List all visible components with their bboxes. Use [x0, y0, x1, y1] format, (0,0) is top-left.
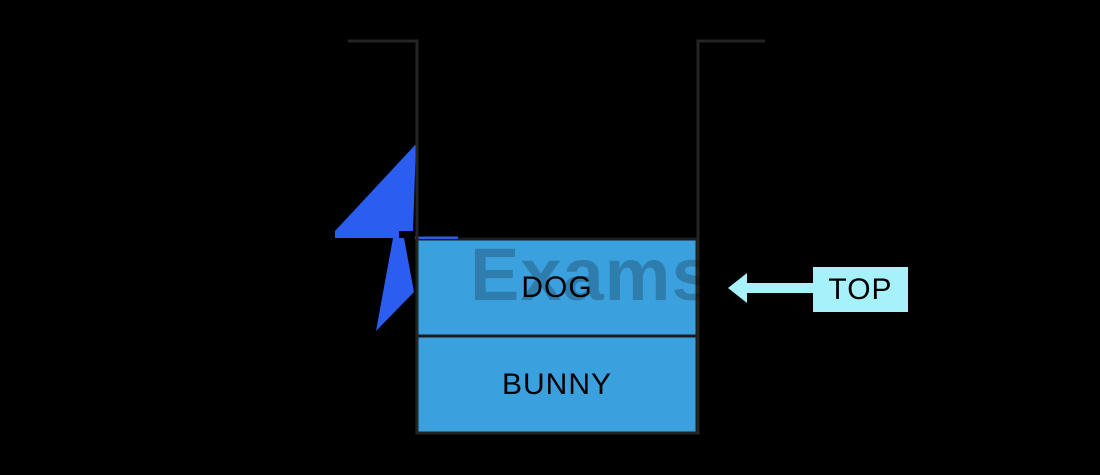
top-pointer-arrow [728, 273, 814, 303]
stack-item-box-dog [415, 237, 699, 338]
bolt-thin-line [415, 236, 458, 239]
bolt-bar [335, 231, 399, 238]
bolt-lower-triangle [376, 238, 414, 331]
lightning-bolt-icon [335, 144, 458, 331]
top-pointer-box [813, 267, 908, 312]
bolt-upper-triangle [335, 144, 416, 231]
stack-container-outline [348, 39, 765, 435]
stack-item-box-bunny [415, 334, 699, 435]
arrow-shaft [746, 283, 814, 293]
arrow-head-left-icon [728, 273, 747, 303]
